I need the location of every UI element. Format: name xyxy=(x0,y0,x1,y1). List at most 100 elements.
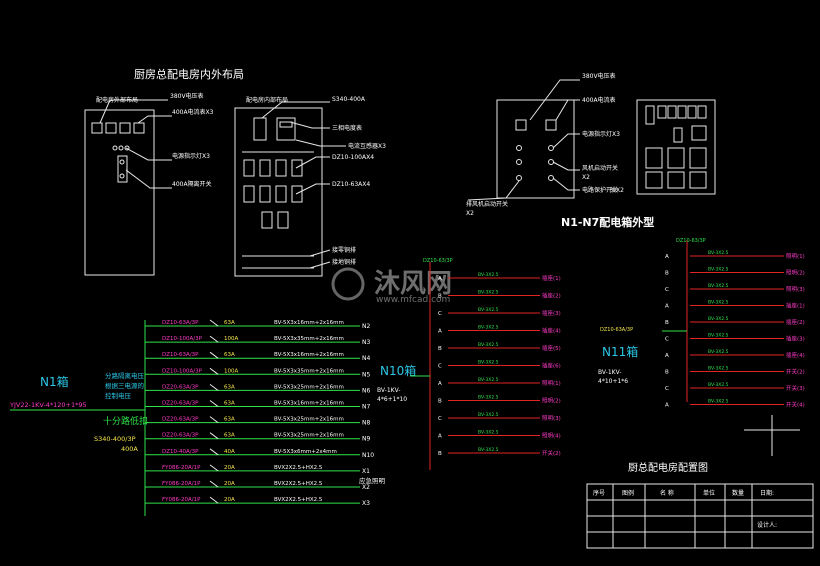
outlet-name: 开关(2) xyxy=(786,368,805,376)
phase: C xyxy=(438,416,442,422)
branch-target: N3 xyxy=(362,339,370,346)
circuit-spec: BV-3X2.5 xyxy=(478,342,499,348)
n11-row: CBV-3X2.5照明(3) xyxy=(665,283,805,293)
callout-right-fan: 风机启动开关 xyxy=(582,164,618,172)
breaker-amps: 20A xyxy=(224,465,235,471)
circuit-spec: BV-3X2.5 xyxy=(478,307,499,313)
branch-target: N4 xyxy=(362,355,370,362)
cable-spec: BV-5X3x35mm+2x16mm xyxy=(274,336,344,342)
watermark-brand: 沐风网 xyxy=(374,269,452,299)
legend-designer: 设计人: xyxy=(757,521,777,529)
breaker-type: DZ10-63A/3P xyxy=(162,320,199,326)
breaker-amps: 100A xyxy=(224,336,238,342)
n11-row: A BV-3X2.5 插座(1) xyxy=(665,300,805,310)
n11-row: CBV-3X2.5插座(3) xyxy=(665,333,805,343)
outlet-name: 插座(1) xyxy=(786,302,805,310)
outlet-name: 插座(1) xyxy=(542,274,561,282)
n10-label: N10箱 xyxy=(380,363,416,378)
external-box xyxy=(84,109,155,276)
branch-target: X1 xyxy=(362,468,370,475)
phase: B xyxy=(665,370,669,376)
legend-header-index: 序号 xyxy=(593,489,605,497)
legend-header-name: 名 称 xyxy=(660,489,674,497)
circuit-spec: BV-3X2.5 xyxy=(708,316,729,322)
callout-ground-bar: 接地铜排 xyxy=(332,258,356,266)
legend-table: 厨总配电房配置图 序号 图例 名 称 单位 数量 日期: 设计人: xyxy=(586,461,814,549)
main-breaker-current: 400A xyxy=(121,445,138,453)
callout-dz10-100: DZ10-100AX4 xyxy=(332,154,374,161)
n10-row: BBV-3X2.5照明(2) xyxy=(438,395,561,405)
phase: B xyxy=(438,451,442,457)
panel-right-title: N1-N7配电箱外型 xyxy=(561,215,654,229)
branch-target: N6 xyxy=(362,387,370,394)
branch-target: N5 xyxy=(362,371,370,378)
phase: C xyxy=(438,364,442,370)
n11-row: ABV-3X2.5开关(4) xyxy=(665,399,805,409)
outlet-name: 开关(4) xyxy=(786,401,805,409)
n10-row: ABV-3X2.5插座(4) xyxy=(438,325,561,335)
n10-row: BBV-3X2.5开关(2) xyxy=(438,447,561,457)
emergency-label: 应急照明 xyxy=(359,476,386,485)
inside-breakers xyxy=(645,105,707,189)
phase: A xyxy=(665,304,669,310)
legend-header-qty: 数量 xyxy=(732,489,744,497)
branch-target: N8 xyxy=(362,420,370,427)
outlet-name: 插座(2) xyxy=(786,318,805,326)
breaker-amps: 20A xyxy=(224,481,235,487)
n11-row: BBV-3X2.5开关(2) xyxy=(665,366,805,376)
phase: C xyxy=(665,386,669,392)
meters-row xyxy=(91,122,145,183)
callout-right-380v: 380V电压表 xyxy=(582,72,616,80)
panel-layout-left: 厨房总配电房内外布局 配电房外部布局 380V电压表 400A电流表X3 电源指… xyxy=(84,67,386,277)
n10-row: CBV-3X2.5照明(3) xyxy=(438,412,561,422)
n10-cable: BV-1KV- xyxy=(377,387,401,394)
callout-s340: S340-400A xyxy=(332,96,366,103)
n11-cable: BV-1KV- xyxy=(598,369,622,376)
breaker-amps: 63A xyxy=(224,384,235,390)
main-breaker-label: 十分路低扣 xyxy=(103,415,148,427)
n10-outlets: ABV-3X2.5插座(1)BBV-3X2.5插座(2)CBV-3X2.5插座(… xyxy=(438,272,561,457)
watermark: 沐风网 www.mfcad.com xyxy=(331,267,452,305)
note-control-voltage: 控制电压 xyxy=(105,391,132,400)
incoming-cable: YJV22-1KV-4*120+1*95 xyxy=(9,401,87,409)
breaker-type: DZ10-100A/3P xyxy=(162,368,203,374)
phase: A xyxy=(438,329,442,335)
callout-400a-ammeter: 400A电流表X3 xyxy=(172,108,214,116)
cad-cursor xyxy=(744,415,800,456)
breaker-amps: 100A xyxy=(224,368,238,374)
internal-box xyxy=(234,107,323,277)
breaker-amps: 63A xyxy=(224,320,235,326)
n11-row: BBV-3X2.5照明(2) xyxy=(665,267,805,277)
circuit-spec: BV-3X2.5 xyxy=(708,300,729,306)
svg-text:DZ10-63/3P: DZ10-63/3P xyxy=(423,258,453,264)
callout-isolation-switch: 400A隔离开关 xyxy=(172,180,212,188)
n1-n7-door xyxy=(496,99,575,199)
branch-target: X2 xyxy=(362,484,370,491)
outlet-name: 照明(1) xyxy=(542,380,561,387)
breaker-type: DZ10-40A/3P xyxy=(162,449,199,455)
outlet-name: 照明(2) xyxy=(786,270,805,277)
callout-kwh-meter: 三相电度表 xyxy=(332,124,362,132)
main-schematic: N1箱 YJV22-1KV-4*120+1*95 分路隔离电压 根据三电源的 控… xyxy=(9,319,386,516)
circuit-spec: BV-3X2.5 xyxy=(478,325,499,331)
phase: A xyxy=(438,381,442,387)
callout-right-exhaust: 排风机启动开关 xyxy=(466,200,508,208)
cable-spec: BV-5X3x25mm+2x16mm xyxy=(274,417,344,423)
phase: C xyxy=(665,337,669,343)
circuit-spec: BV-3X2.5 xyxy=(708,250,729,256)
outlet-name: 插座(3) xyxy=(786,335,805,343)
n11-outlets: ABV-3X2.5照明(1)BBV-3X2.5照明(2)CBV-3X2.5照明(… xyxy=(665,250,805,409)
callout-380v-meter: 380V电压表 xyxy=(170,92,204,100)
circuit-spec: BV-3X2.5 xyxy=(708,382,729,388)
branch-target: X3 xyxy=(362,500,370,507)
circuit-spec: BV-3X2.5 xyxy=(478,377,499,383)
breaker-amps: 63A xyxy=(224,352,235,358)
n11-row: ABV-3X2.5照明(1) xyxy=(665,250,805,260)
breaker-amps: 40A xyxy=(224,449,235,455)
